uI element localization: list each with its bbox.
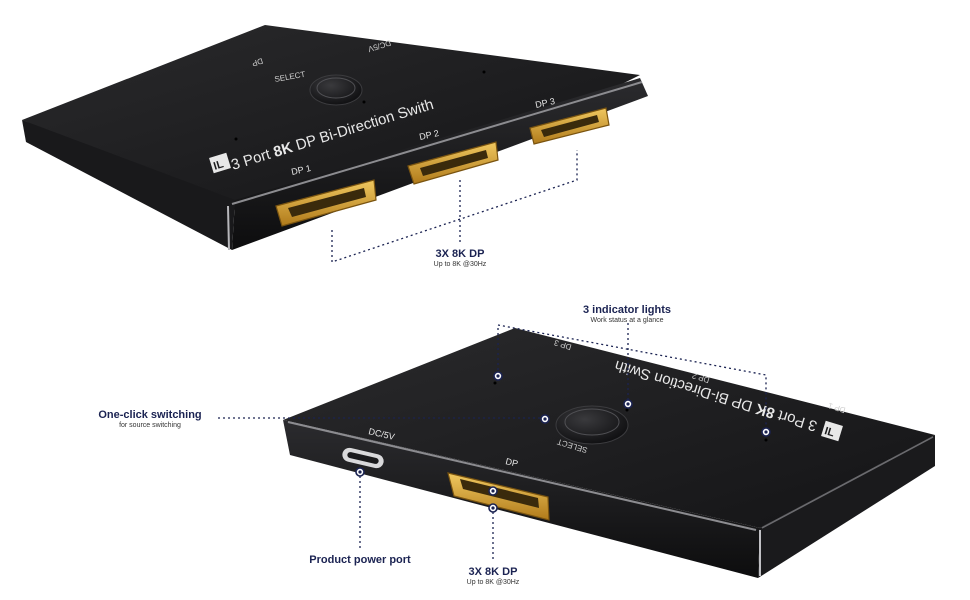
top-callout-title: 3X 8K DP bbox=[436, 248, 485, 260]
indicator-dot-1 bbox=[761, 427, 771, 437]
indicator-dot-3 bbox=[493, 371, 503, 381]
top-select-button[interactable] bbox=[309, 74, 363, 106]
top-port-label-3: DP 3 bbox=[534, 96, 556, 110]
bottom-switch-device bbox=[283, 328, 935, 578]
top-ports-callout-lines bbox=[331, 150, 578, 263]
switching-callout-subtitle: for source switching bbox=[119, 422, 181, 429]
bottom-brand-glyph: IL bbox=[823, 425, 836, 439]
bottom-usbc-power-port bbox=[342, 447, 384, 469]
dp-callout-title: 3X 8K DP bbox=[469, 566, 518, 578]
dp-dot-lower bbox=[488, 503, 498, 513]
bottom-indicator-hole-1 bbox=[764, 438, 768, 442]
indicator-callout-subtitle: Work status at a glance bbox=[590, 317, 663, 324]
indicator-lights-callout-lines bbox=[497, 323, 767, 430]
top-indicator-hole-1 bbox=[234, 137, 238, 141]
top-dp-port-2 bbox=[407, 141, 499, 185]
top-brand-glyph: IL bbox=[212, 158, 225, 172]
bottom-dp-label: DP bbox=[505, 456, 519, 469]
top-indicator-hole-3 bbox=[482, 70, 486, 74]
bottom-indicator-hole-3 bbox=[493, 381, 497, 385]
power-callout-title: Product power port bbox=[309, 554, 411, 566]
top-callout-subtitle: Up to 8K @30Hz bbox=[434, 261, 487, 268]
dp-callout-subtitle: Up to 8K @30Hz bbox=[467, 579, 520, 586]
power-dot bbox=[355, 467, 365, 477]
switching-dot bbox=[540, 414, 550, 424]
top-indicator-hole-2 bbox=[362, 100, 366, 104]
bottom-indicator-hole-2 bbox=[625, 408, 629, 412]
dp-dot-upper bbox=[488, 486, 498, 496]
bottom-select-button[interactable] bbox=[555, 405, 629, 445]
indicator-dot-2 bbox=[623, 399, 633, 409]
top-dp-port-3 bbox=[529, 107, 610, 145]
top-brand-logo: IL bbox=[209, 152, 231, 174]
switching-callout-title: One-click switching bbox=[98, 409, 201, 421]
bottom-brand-logo: IL bbox=[821, 420, 843, 442]
top-rear-dp-label: DP bbox=[251, 56, 264, 68]
bottom-dp-port bbox=[447, 472, 550, 521]
top-dp-port-1 bbox=[275, 179, 377, 227]
indicator-callout-title: 3 indicator lights bbox=[583, 304, 671, 316]
top-port-label-2: DP 2 bbox=[418, 128, 440, 142]
top-port-label-1: DP 1 bbox=[290, 163, 312, 177]
